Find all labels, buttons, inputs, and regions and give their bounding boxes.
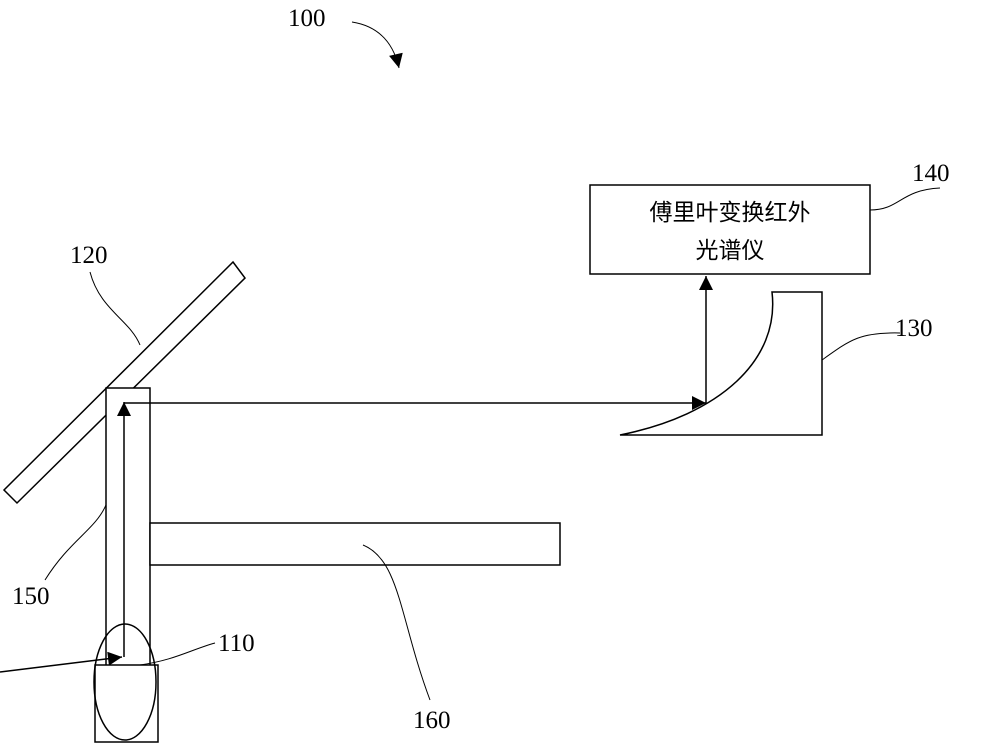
tube-ref-label: 150 xyxy=(12,583,50,610)
source-holder xyxy=(95,665,158,742)
mirror-ref-label: 130 xyxy=(895,315,933,342)
parabolic-mirror xyxy=(620,292,822,435)
figure-label: 100 xyxy=(288,5,326,32)
ftir-leader-line xyxy=(870,188,940,210)
source-ref-label: 110 xyxy=(218,630,255,657)
plate-ref-label: 120 xyxy=(70,242,108,269)
source-leader-line xyxy=(140,643,215,665)
ftir-ref-label: 140 xyxy=(912,160,950,187)
tube-leader-line xyxy=(45,505,106,580)
ftir-label-line2: 光谱仪 xyxy=(696,238,765,264)
horizontal-stage xyxy=(150,523,560,565)
figure-label-arrow xyxy=(352,22,399,68)
plate-leader-line xyxy=(90,272,140,345)
mirror-leader-line xyxy=(822,333,900,360)
stage-ref-label: 160 xyxy=(413,707,451,734)
ftir-label-line1: 傅里叶变换红外 xyxy=(650,200,811,226)
stage-leader-line xyxy=(363,545,430,700)
